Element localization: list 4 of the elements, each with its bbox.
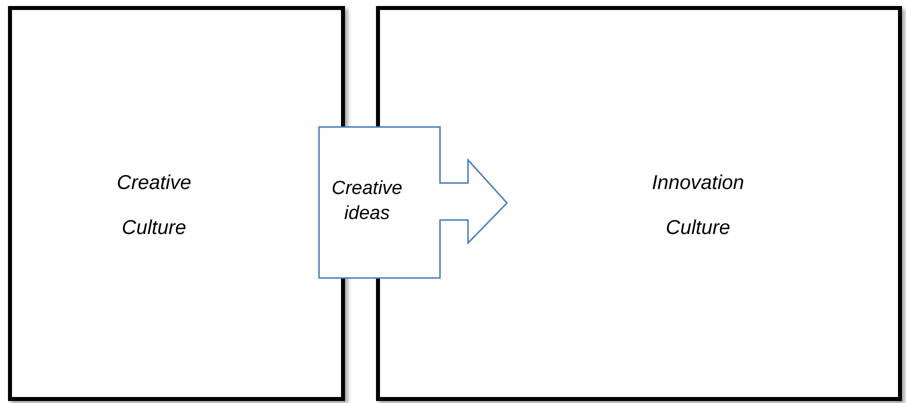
node-label: Innovation Culture: [650, 171, 746, 241]
arrow-callout: [318, 126, 508, 279]
node-label: Creative ideas: [330, 177, 404, 226]
node-label: Creative Culture: [116, 171, 192, 241]
